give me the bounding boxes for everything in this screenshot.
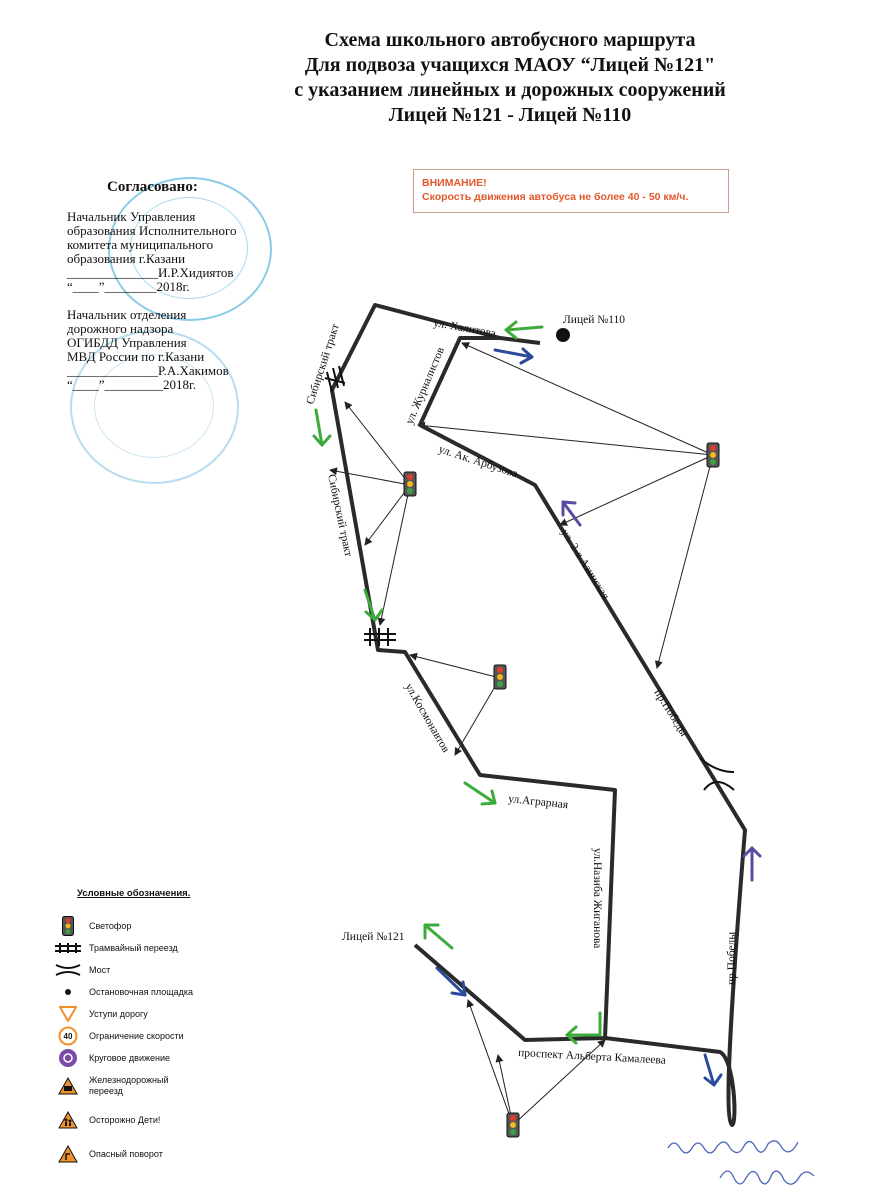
traffic-light-icon <box>55 915 81 937</box>
legend-label: Остановочная площадка <box>89 986 194 997</box>
children-warning-icon <box>55 1109 81 1131</box>
legend-heading: Условные обозначения. <box>77 888 191 899</box>
roundabout-icon <box>55 1047 81 1069</box>
tram-crossing-icon <box>55 937 81 959</box>
legend-item: 40 Ограничение скорости <box>55 1025 255 1047</box>
yield-sign-icon <box>55 1003 81 1025</box>
map-legend: Условные обозначения. Светофор Трамвайны… <box>55 888 255 1171</box>
street-label-zhiganova: ул.Назиба Жиганова <box>591 848 603 948</box>
legend-label: Круговое движение <box>89 1052 171 1063</box>
approval-line: образования г.Казани <box>67 251 186 266</box>
approval-date-line: “____”_________2018г. <box>67 377 197 392</box>
speed-limit-icon: 40 <box>55 1025 81 1047</box>
official-stamp-1 <box>108 177 272 321</box>
official-stamp-2 <box>70 330 239 484</box>
bus-stop-icon <box>55 981 81 1003</box>
street-label-kamaleeva: проспект Альберта Камалеева <box>518 1047 666 1067</box>
approval-block: Согласовано: Начальник Управления образо… <box>67 180 297 392</box>
title-line-2: Для подвоза учащихся МАОУ “Лицей №121" <box>304 54 716 76</box>
traffic-light-icon <box>506 1112 520 1138</box>
approval-heading: Согласовано: <box>107 179 198 195</box>
approval-line: Начальник отделения <box>67 307 187 322</box>
approval-signature-line: ______________И.Р.Хидиятов <box>67 265 234 280</box>
warning-text: Скорость движения автобуса не более 40 -… <box>422 191 689 203</box>
approval-signature-line: ______________Р.А.Хакимов <box>67 363 229 378</box>
legend-item: Опасный поворот <box>55 1137 255 1171</box>
approval-date-line: “____”________2018г. <box>67 279 190 294</box>
legend-label: Уступи дорогу <box>89 1008 148 1019</box>
legend-item: Трамвайный переезд <box>55 937 255 959</box>
stop-label-lyceum-110: Лицей №110 <box>563 314 625 326</box>
street-label-sibirsky-upper: Сибирский тракт <box>304 322 341 406</box>
street-label-pobedy-lower: пр.Победы <box>726 932 738 985</box>
traffic-light-icon <box>493 664 507 690</box>
legend-label: Трамвайный переезд <box>89 942 178 953</box>
approval-line: дорожного надзора <box>67 321 174 336</box>
legend-label: Мост <box>89 964 111 975</box>
approval-line: Начальник Управления <box>67 209 196 224</box>
approval-line: комитета муниципального <box>67 237 214 252</box>
speed-warning-box: ВНИМАНИЕ! Скорость движения автобуса не … <box>413 169 729 213</box>
street-label-azinskaya: ул. 2-я Азинская <box>558 527 611 602</box>
legend-item: Круговое движение <box>55 1047 255 1069</box>
street-label-pobedy-upper: пр.Победы <box>651 687 689 739</box>
tram-crossing-sibirsky-upper <box>324 365 346 393</box>
bridge-pobedy <box>699 757 735 791</box>
street-label-agrarnaya: ул.Аграрная <box>508 793 570 811</box>
legend-label: Светофор <box>89 920 132 931</box>
tram-crossing-sibirsky-lower <box>364 628 396 646</box>
legend-label: Железнодорожный переезд <box>89 1075 169 1096</box>
railway-crossing-icon <box>55 1075 81 1097</box>
bridge-icon <box>55 959 81 981</box>
title-line-4: Лицей №121 - Лицей №110 <box>388 104 632 126</box>
legend-item: Железнодорожный переезд <box>55 1069 255 1103</box>
speed-limit-value: 40 <box>64 1032 73 1041</box>
approval-line: образования Исполнительного <box>67 223 237 238</box>
bus-stop-marker-top <box>556 328 570 342</box>
approval-line: ОГИБДД Управления <box>67 335 187 350</box>
legend-label: Опасный поворот <box>89 1148 163 1159</box>
title-line-1: Схема школьного автобусного маршрута <box>324 29 696 51</box>
legend-item: Осторожно Дети! <box>55 1103 255 1137</box>
legend-item: Остановочная площадка <box>55 981 255 1003</box>
traffic-light-icon <box>403 471 417 497</box>
dangerous-turn-icon <box>55 1143 81 1165</box>
warning-heading: ВНИМАНИЕ! <box>422 177 487 189</box>
title-line-3: с указанием линейных и дорожных сооружен… <box>294 79 726 101</box>
direction-arrows <box>312 320 762 1087</box>
legend-item: Светофор <box>55 915 255 937</box>
approval-line: МВД России по г.Казани <box>67 349 205 364</box>
stop-label-lyceum-121: Лицей №121 <box>342 931 405 943</box>
legend-item: Уступи дорогу <box>55 1003 255 1025</box>
bus-route-line <box>330 303 747 1127</box>
legend-label: Осторожно Дети! <box>89 1114 161 1125</box>
traffic-light-icon <box>706 442 720 468</box>
handwritten-signature <box>667 1140 815 1185</box>
page-title: Схема школьного автобусного маршрута Для… <box>250 28 770 128</box>
legend-item: Мост <box>55 959 255 981</box>
signal-pointer-lines <box>329 342 714 1126</box>
legend-label: Ограничение скорости <box>89 1030 184 1041</box>
street-label-arbuzova: ул. Ак. Арбузова <box>437 443 519 480</box>
